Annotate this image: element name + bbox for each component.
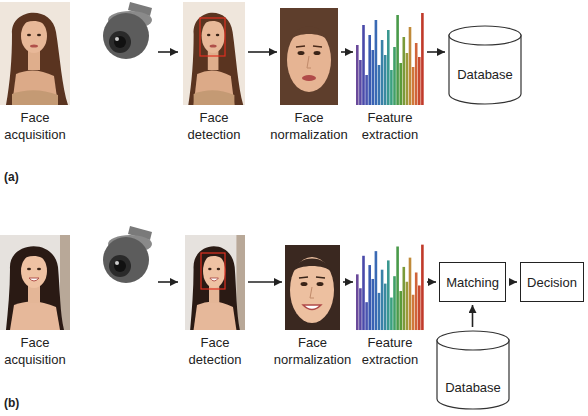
stage-caption: Face acquisition bbox=[4, 335, 65, 369]
photo-normalized-a bbox=[280, 8, 338, 105]
image-stage: Feature extraction bbox=[356, 240, 424, 330]
process-box: Decision bbox=[520, 262, 584, 302]
image-stage: Face detection bbox=[183, 2, 245, 105]
camera-arrow bbox=[158, 51, 178, 53]
camera-icon bbox=[103, 226, 152, 283]
stage-caption: Face detection bbox=[189, 335, 242, 369]
cylinder-top bbox=[437, 331, 509, 350]
flow-arrow bbox=[248, 281, 282, 283]
camera-icon bbox=[103, 2, 152, 59]
flow-arrow bbox=[248, 51, 277, 53]
flow-arrow bbox=[427, 51, 445, 53]
node-label: Database bbox=[445, 380, 501, 395]
stage-caption: Face normalization bbox=[270, 110, 347, 144]
image-stage: Face detection bbox=[185, 235, 245, 330]
image-stage: Face normalization bbox=[280, 8, 338, 105]
node-label: Matching bbox=[446, 275, 499, 290]
feature-histogram-a bbox=[356, 13, 424, 105]
image-stage: Face acquisition bbox=[0, 235, 70, 330]
stage-caption: Face normalization bbox=[274, 335, 351, 369]
panel-label: (b) bbox=[4, 396, 19, 410]
node-label: Decision bbox=[527, 275, 577, 290]
node-label: Database bbox=[457, 67, 513, 82]
cylinder-outline bbox=[448, 25, 522, 105]
stage-caption: Feature extraction bbox=[362, 335, 418, 369]
camera-arrow bbox=[158, 281, 178, 283]
flow-arrow bbox=[341, 51, 353, 53]
cylinder-top bbox=[449, 26, 521, 45]
database-cylinder: Database bbox=[436, 330, 510, 410]
image-stage: Feature extraction bbox=[356, 8, 424, 105]
flow-arrow bbox=[343, 281, 353, 283]
panel-label: (a) bbox=[4, 170, 19, 184]
process-box: Matching bbox=[439, 262, 506, 302]
photo-acquisition-a bbox=[0, 2, 70, 105]
image-stage: Face normalization bbox=[285, 245, 340, 330]
stage-caption: Feature extraction bbox=[362, 110, 418, 144]
stage-caption: Face detection bbox=[188, 110, 241, 144]
cylinder-outline bbox=[436, 330, 510, 410]
photo-acquisition-b bbox=[0, 235, 70, 330]
photo-normalized-b bbox=[285, 245, 340, 330]
feature-histogram-b bbox=[356, 245, 424, 330]
flow-arrow bbox=[427, 281, 436, 283]
photo-detection-b bbox=[185, 235, 245, 330]
flow-arrow bbox=[509, 281, 517, 283]
photo-detection-a bbox=[183, 2, 245, 105]
image-stage: Face acquisition bbox=[0, 2, 70, 105]
database-cylinder: Database bbox=[448, 25, 522, 105]
flow-arrow bbox=[472, 305, 474, 327]
stage-caption: Face acquisition bbox=[4, 110, 65, 144]
